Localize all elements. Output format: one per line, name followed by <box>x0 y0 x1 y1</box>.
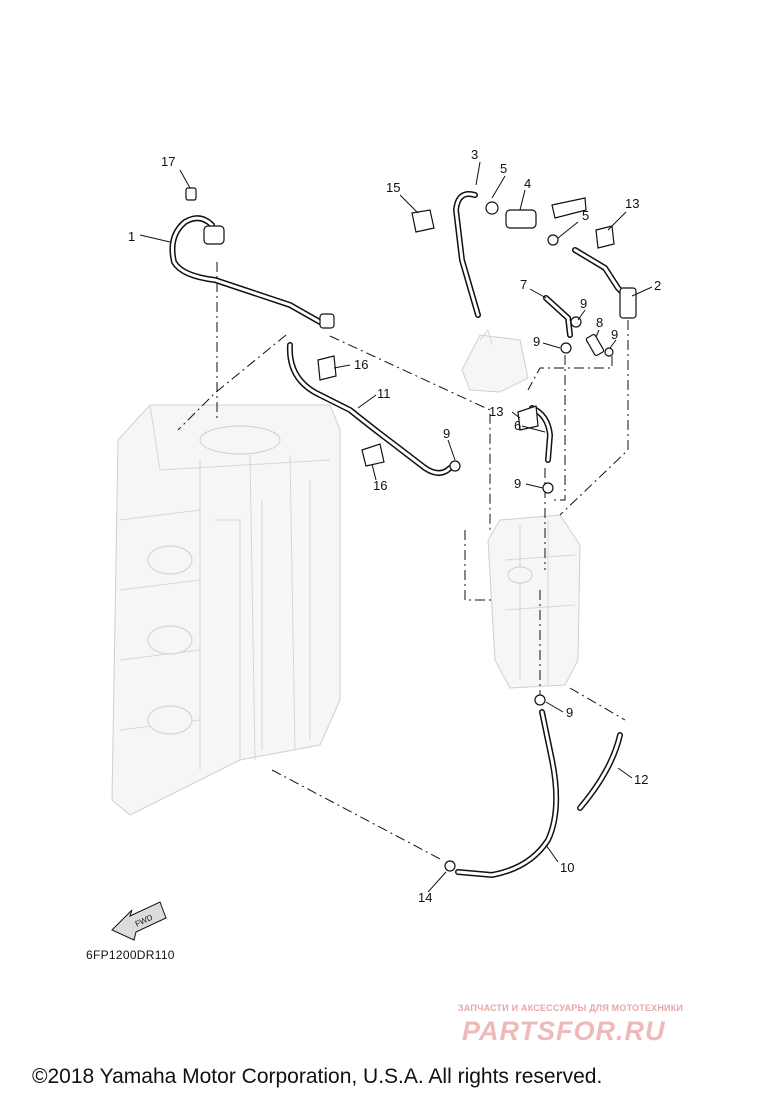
leader-lines <box>139 161 653 893</box>
clip-14 <box>444 860 456 872</box>
callout-8: 8 <box>596 315 603 330</box>
callout-14: 14 <box>418 890 432 905</box>
callout-9e: 9 <box>514 476 521 491</box>
holder-13b <box>517 405 539 431</box>
callout-4: 4 <box>524 176 531 191</box>
hose-1 <box>169 215 323 325</box>
hose-12 <box>577 732 623 811</box>
callout-13a: 13 <box>625 196 639 211</box>
vapor-separator-ghost <box>487 514 581 689</box>
holder-13a <box>595 225 615 249</box>
hose-10 <box>455 709 560 879</box>
holder-16a <box>317 355 337 381</box>
hose-3 <box>452 191 481 318</box>
callout-5b: 5 <box>582 208 589 223</box>
callout-1: 1 <box>128 229 135 244</box>
callout-17: 17 <box>161 154 175 169</box>
clip-5b <box>547 234 559 246</box>
clip-5a <box>485 201 499 215</box>
holder-15 <box>411 209 435 233</box>
diagram-code: 6FP1200DR110 <box>86 948 175 962</box>
callout-9a: 9 <box>580 296 587 311</box>
part-clamps <box>185 187 637 872</box>
callout-3: 3 <box>471 147 478 162</box>
callout-16a: 16 <box>354 357 368 372</box>
callout-9f: 9 <box>566 705 573 720</box>
watermark-tagline: ЗАПЧАСТИ И АКСЕССУАРЫ ДЛЯ МОТОТЕХНИКИ <box>458 1003 684 1013</box>
assembly-lines <box>177 262 629 861</box>
joint-1-end <box>319 313 335 329</box>
fwd-arrow-icon: FWD <box>111 901 167 941</box>
clip-9c <box>604 347 614 357</box>
copyright-text: ©2018 Yamaha Motor Corporation, U.S.A. A… <box>32 1065 603 1088</box>
clip-9d <box>449 460 461 472</box>
hose-7 <box>543 295 573 338</box>
watermark-brand: PARTSFOR.RU <box>462 1016 666 1046</box>
callout-6: 6 <box>514 418 521 433</box>
callout-7: 7 <box>520 277 527 292</box>
clip-9f <box>534 694 546 706</box>
fuel-pump-ghost <box>461 328 529 393</box>
clip-9e <box>542 482 554 494</box>
callout-11: 11 <box>377 386 391 401</box>
callout-16b: 16 <box>373 478 387 493</box>
callout-2: 2 <box>654 278 661 293</box>
engine-block-ghost <box>111 404 341 816</box>
callout-9c: 9 <box>611 327 618 342</box>
filter-4 <box>505 209 537 229</box>
holder-16b <box>361 443 385 467</box>
callout-12: 12 <box>634 772 648 787</box>
hose-11 <box>286 342 453 476</box>
callout-13b: 13 <box>489 404 503 419</box>
callout-15: 15 <box>386 180 400 195</box>
callout-9b: 9 <box>533 334 540 349</box>
valve-8 <box>585 333 605 357</box>
bracket-4 <box>551 197 587 219</box>
joint-1 <box>203 225 225 245</box>
callout-9d: 9 <box>443 426 450 441</box>
callout-5a: 5 <box>500 161 507 176</box>
callout-10: 10 <box>560 860 574 875</box>
joint-2 <box>619 287 637 319</box>
clamp-17 <box>185 187 197 201</box>
clip-9b <box>560 342 572 354</box>
callout-labels: 1 2 3 4 5 5 6 7 8 9 9 9 9 9 9 10 11 12 1… <box>128 147 661 905</box>
